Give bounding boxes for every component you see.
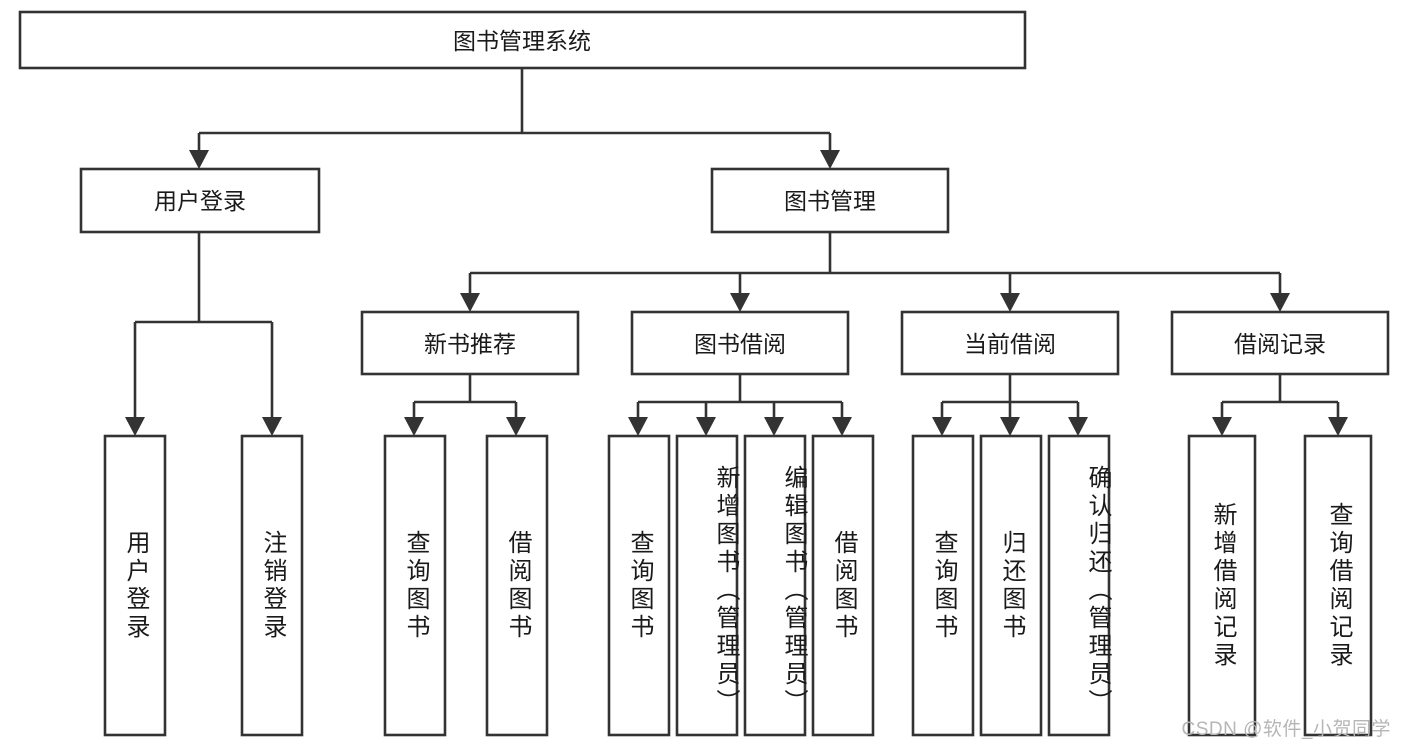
- arrowhead-icon: [832, 417, 852, 436]
- node-root-system[interactable]: 图书管理系统: [18, 10, 1027, 70]
- leaf-box[interactable]: [1187, 434, 1257, 737]
- node-user-login[interactable]: 用户登录: [79, 167, 321, 234]
- arrowhead-icon: [628, 417, 648, 436]
- arrowhead-icon: [1000, 293, 1020, 312]
- arrowhead-icon: [460, 293, 480, 312]
- arrowhead-icon: [1212, 417, 1232, 436]
- node-book-management-label: 图书管理: [784, 188, 876, 214]
- arrowhead-icon: [1068, 417, 1088, 436]
- arrowhead-layer: [125, 150, 1348, 436]
- node-user-login-label: 用户登录: [154, 188, 246, 214]
- leaf-box[interactable]: [1047, 434, 1111, 737]
- node-book-borrow[interactable]: 图书借阅: [630, 310, 850, 376]
- leaf-box[interactable]: [1303, 434, 1373, 737]
- arrowhead-icon: [696, 417, 716, 436]
- node-borrow-record-label: 借阅记录: [1234, 331, 1326, 357]
- arrowhead-icon: [764, 417, 784, 436]
- arrowhead-icon: [1000, 417, 1020, 436]
- node-root-system-label: 图书管理系统: [453, 28, 591, 54]
- arrowhead-icon: [189, 150, 209, 169]
- node-book-borrow-label: 图书借阅: [694, 331, 786, 357]
- arrowhead-icon: [262, 417, 282, 436]
- leaf-box[interactable]: [103, 434, 167, 737]
- leaf-box[interactable]: [675, 434, 739, 737]
- leaf-box[interactable]: [485, 434, 549, 737]
- leaf-box[interactable]: [911, 434, 975, 737]
- edge-layer: [133, 68, 1340, 417]
- leaf-box[interactable]: [383, 434, 447, 737]
- node-current-borrow[interactable]: 当前借阅: [900, 310, 1120, 376]
- node-book-management[interactable]: 图书管理: [710, 167, 950, 234]
- leaf-box[interactable]: [811, 434, 875, 737]
- leaf-box[interactable]: [607, 434, 671, 737]
- leaf-box[interactable]: [240, 434, 304, 737]
- arrowhead-icon: [932, 417, 952, 436]
- arrowhead-icon: [1270, 293, 1290, 312]
- arrowhead-icon: [1328, 417, 1348, 436]
- leaf-box[interactable]: [743, 434, 807, 737]
- arrowhead-icon: [730, 293, 750, 312]
- arrowhead-icon: [125, 417, 145, 436]
- arrowhead-icon: [820, 150, 840, 169]
- node-borrow-record[interactable]: 借阅记录: [1170, 310, 1390, 376]
- arrowhead-icon: [404, 417, 424, 436]
- node-new-book-recommend-label: 新书推荐: [424, 331, 516, 357]
- node-new-book-recommend[interactable]: 新书推荐: [360, 310, 580, 376]
- node-layer: 图书管理系统 用户登录 图书管理 新书推荐 图书借阅: [18, 10, 1390, 737]
- arrowhead-icon: [506, 417, 526, 436]
- node-current-borrow-label: 当前借阅: [964, 331, 1056, 357]
- leaf-box[interactable]: [979, 434, 1043, 737]
